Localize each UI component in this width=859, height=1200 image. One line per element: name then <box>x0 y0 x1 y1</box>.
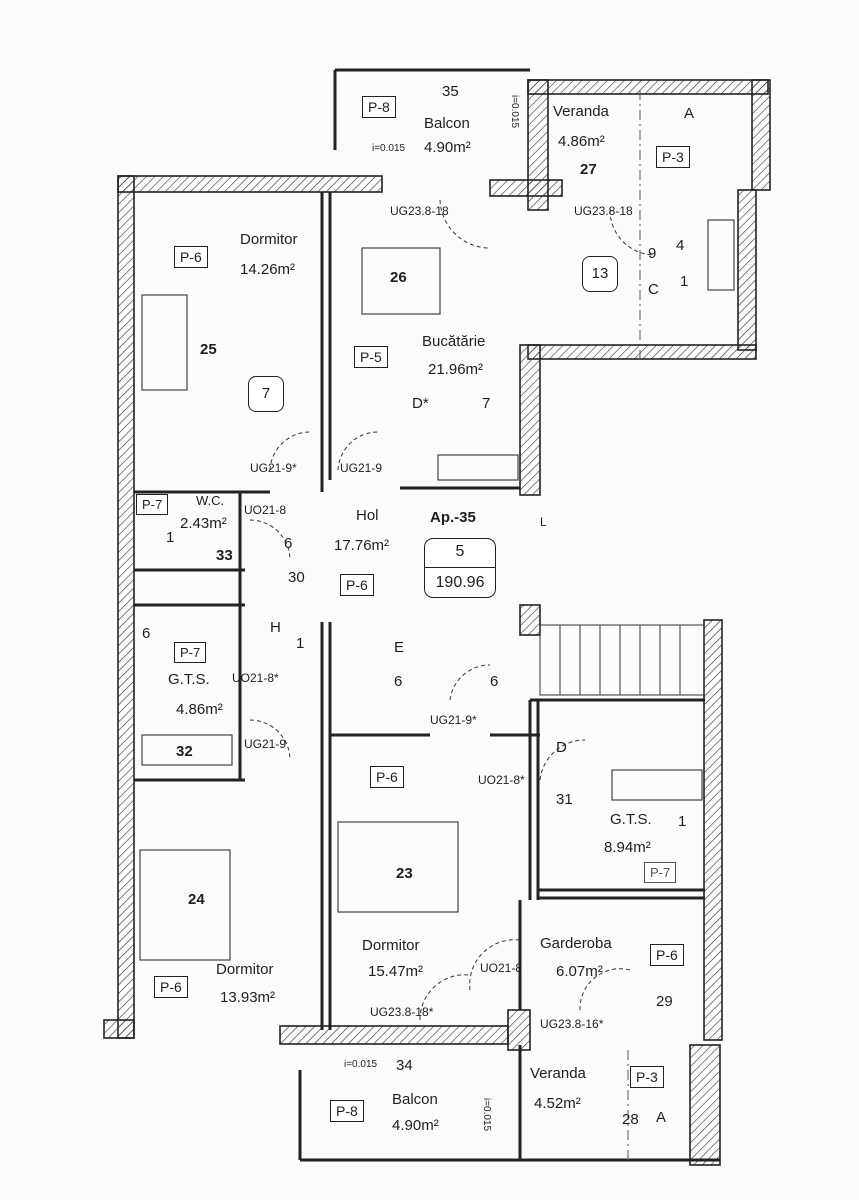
floor-finish-tag: P-6 <box>174 246 208 268</box>
room-number: 26 <box>390 269 407 286</box>
door-label: UG21-9* <box>250 461 297 475</box>
floor-finish-tag: P-7 <box>136 494 169 515</box>
door-label: UG21-9* <box>430 713 477 727</box>
floor-finish-tag: P-3 <box>656 146 690 168</box>
floor-finish-tag: P-7 <box>174 642 207 663</box>
room-number: 33 <box>216 547 233 564</box>
room-area: 4.90m² <box>392 1117 439 1134</box>
room-area: 13.93m² <box>220 989 276 1006</box>
room-name: Veranda <box>530 1065 586 1082</box>
floor-finish-tag: P-8 <box>330 1100 364 1122</box>
room-number: 23 <box>396 865 413 882</box>
room-area: 4.90m² <box>424 139 471 156</box>
floor-finish-tag: P-6 <box>650 944 684 966</box>
room-area: 6.07m² <box>556 963 603 980</box>
detail-label: 1 <box>166 529 175 546</box>
floor-finish-tag: P-8 <box>362 96 396 118</box>
room-area: 4.52m² <box>534 1095 581 1112</box>
apartment-total-area: 190.96 <box>425 567 495 592</box>
floor-finish-tag: P-5 <box>354 346 388 368</box>
door-label: UG23.8-18* <box>370 1005 434 1019</box>
section-marker: A <box>684 105 695 122</box>
room-area: 4.86m² <box>176 701 223 718</box>
room-number: 28 <box>622 1111 639 1128</box>
room-name: Dormitor <box>216 961 274 978</box>
room-area: 15.47m² <box>368 963 424 980</box>
room-name: Garderoba <box>540 935 612 952</box>
detail-label: 9 <box>648 245 657 262</box>
detail-label: H <box>270 619 281 636</box>
room-area: 2.43m² <box>180 515 227 532</box>
room-number: 25 <box>200 341 217 358</box>
door-label: UG23.8-18 <box>574 204 633 218</box>
floor-finish-tag: P-6 <box>340 574 374 596</box>
room-name: Balcon <box>424 115 470 132</box>
room-name: Hol <box>356 507 379 524</box>
apartment-summary-box: 5 190.96 <box>424 538 496 598</box>
door-label: UG23.8-18 <box>390 204 449 218</box>
floor-finish-tag: P-6 <box>154 976 188 998</box>
detail-label: E <box>394 639 405 656</box>
apartment-room-count: 5 <box>455 543 465 560</box>
detail-label: 1 <box>296 635 305 652</box>
slope-label: i=0.015 <box>372 143 406 154</box>
detail-label: 6 <box>394 673 403 690</box>
detail-label: 6 <box>284 535 293 552</box>
detail-circle-7: 7 <box>248 376 284 412</box>
door-label: UO21-8* <box>232 671 279 685</box>
detail-label: L <box>540 515 547 529</box>
room-name: W.C. <box>196 493 225 508</box>
apartment-label: Ap.-35 <box>430 509 476 526</box>
room-number: 35 <box>442 83 459 100</box>
furniture <box>139 219 735 961</box>
door-label: UO21-8* <box>478 773 525 787</box>
detail-label: 1 <box>678 813 687 830</box>
room-name: G.T.S. <box>168 671 210 688</box>
room-name: Veranda <box>553 103 609 120</box>
room-number: 32 <box>176 743 193 760</box>
room-area: 14.26m² <box>240 261 296 278</box>
room-name: Balcon <box>392 1091 438 1108</box>
room-name: G.T.S. <box>610 811 652 828</box>
room-area: 4.86m² <box>558 133 605 150</box>
floor-finish-tag: P-6 <box>370 766 404 788</box>
room-number: 27 <box>580 161 597 178</box>
room-area: 8.94m² <box>604 839 651 856</box>
stairs <box>539 624 705 696</box>
detail-label: 6 <box>490 673 499 690</box>
detail-label: 1 <box>680 273 689 290</box>
interior-walls <box>134 68 720 1162</box>
room-number: 31 <box>556 791 573 808</box>
detail-label: D <box>556 739 567 756</box>
room-name: Dormitor <box>240 231 298 248</box>
detail-label: D* <box>412 395 429 412</box>
slope-label-vertical: i=0.015 <box>509 95 520 129</box>
room-number: 29 <box>656 993 673 1010</box>
detail-circle-13: 13 <box>582 256 618 292</box>
room-name: Bucătărie <box>422 333 486 350</box>
door-label: UG21-9 <box>340 461 383 475</box>
section-marker: A <box>656 1109 667 1126</box>
exterior-walls <box>103 79 771 1166</box>
door-label: UG23.8-16* <box>540 1017 604 1031</box>
floor-finish-tag: P-7 <box>644 862 677 883</box>
door-label: UO21-8 <box>480 961 523 975</box>
detail-label: 4 <box>676 237 685 254</box>
room-number: 34 <box>396 1057 413 1074</box>
room-area: 21.96m² <box>428 361 484 378</box>
detail-label: 7 <box>482 395 491 412</box>
slope-label-vertical: i=0.015 <box>481 1098 492 1132</box>
room-area: 17.76m² <box>334 537 390 554</box>
slope-label: i=0.015 <box>344 1059 378 1070</box>
detail-label: C <box>648 281 659 298</box>
room-name: Dormitor <box>362 937 420 954</box>
detail-label: 6 <box>142 625 151 642</box>
door-label: UO21-8 <box>244 503 287 517</box>
door-swings <box>249 199 656 1021</box>
door-label: UG21-9 <box>244 737 287 751</box>
room-number: 30 <box>288 569 305 586</box>
floor-finish-tag: P-3 <box>630 1066 664 1088</box>
room-number: 24 <box>188 891 205 908</box>
